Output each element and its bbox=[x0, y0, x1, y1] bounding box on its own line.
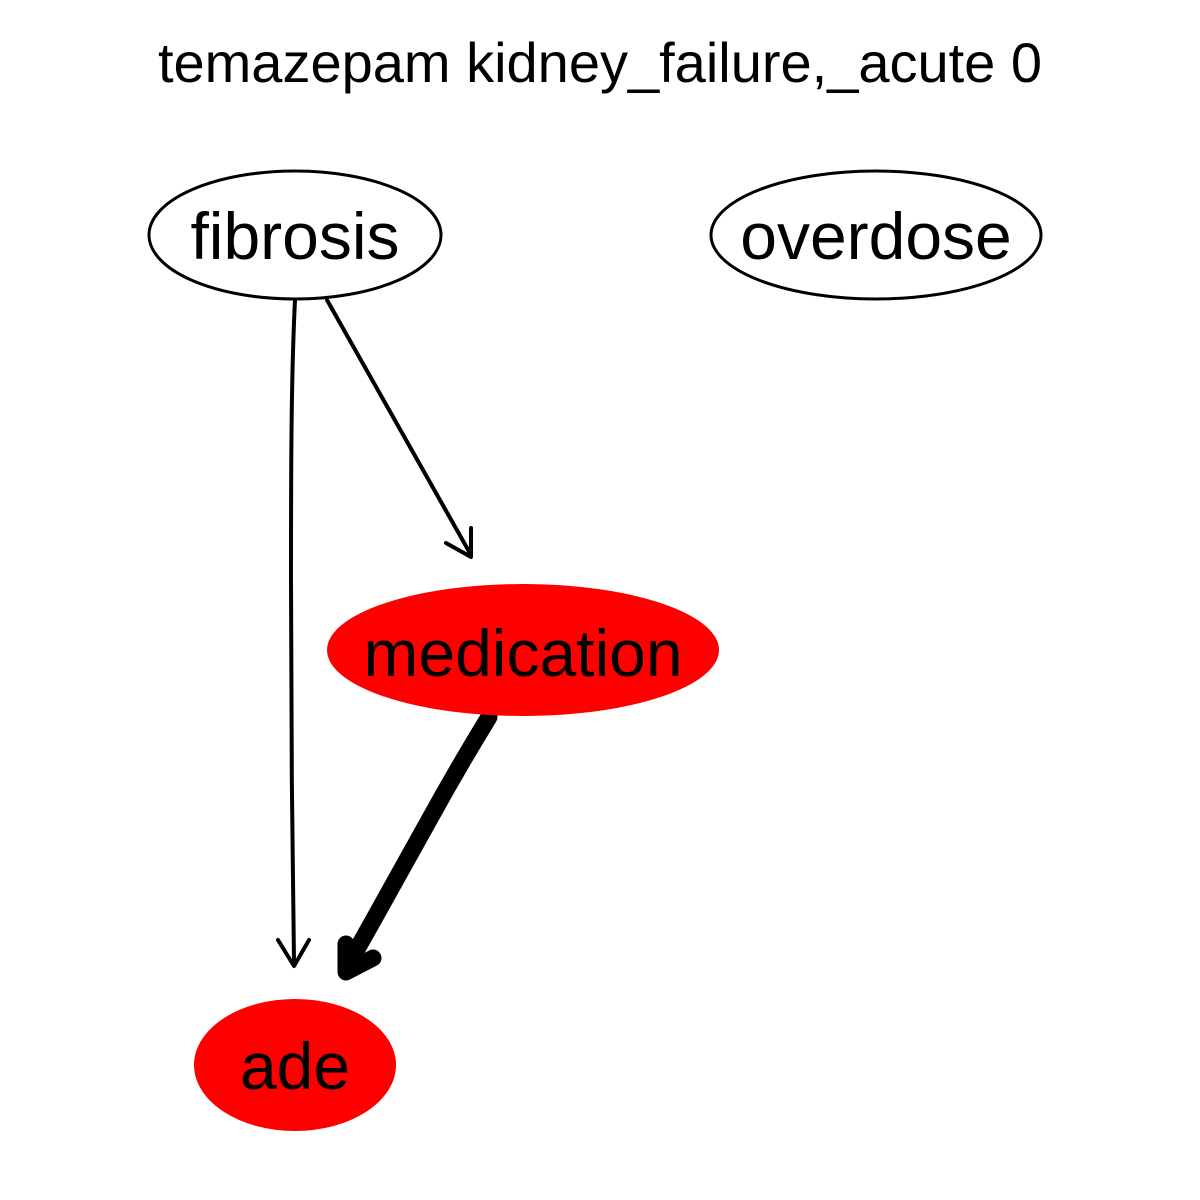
node-ade-label: ade bbox=[240, 1029, 350, 1103]
node-overdose-label: overdose bbox=[740, 199, 1012, 273]
edge-medication-to-ade bbox=[343, 708, 498, 967]
node-ade-ellipse bbox=[194, 999, 396, 1131]
edge-fibrosis-to-ade bbox=[288, 298, 297, 964]
edge-fibrosis-to-medication bbox=[325, 298, 473, 557]
node-medication: medication bbox=[327, 584, 719, 716]
edge-fibrosis-to-medication-arrowhead bbox=[444, 526, 473, 559]
node-overdose-ellipse bbox=[709, 169, 1043, 301]
edge-fibrosis-to-ade-arrowhead bbox=[276, 938, 311, 968]
node-medication-label: medication bbox=[363, 616, 682, 690]
diagram-title: temazepam kidney_failure,_acute 0 bbox=[158, 31, 1042, 94]
edges bbox=[276, 298, 498, 981]
edge-medication-to-ade-arrowhead bbox=[337, 935, 382, 981]
node-fibrosis-ellipse bbox=[147, 169, 443, 301]
node-fibrosis: fibrosis bbox=[147, 169, 443, 301]
node-overdose: overdose bbox=[709, 169, 1043, 301]
node-fibrosis-label: fibrosis bbox=[190, 199, 399, 273]
node-medication-ellipse bbox=[327, 584, 719, 716]
node-ade: ade bbox=[194, 999, 396, 1131]
